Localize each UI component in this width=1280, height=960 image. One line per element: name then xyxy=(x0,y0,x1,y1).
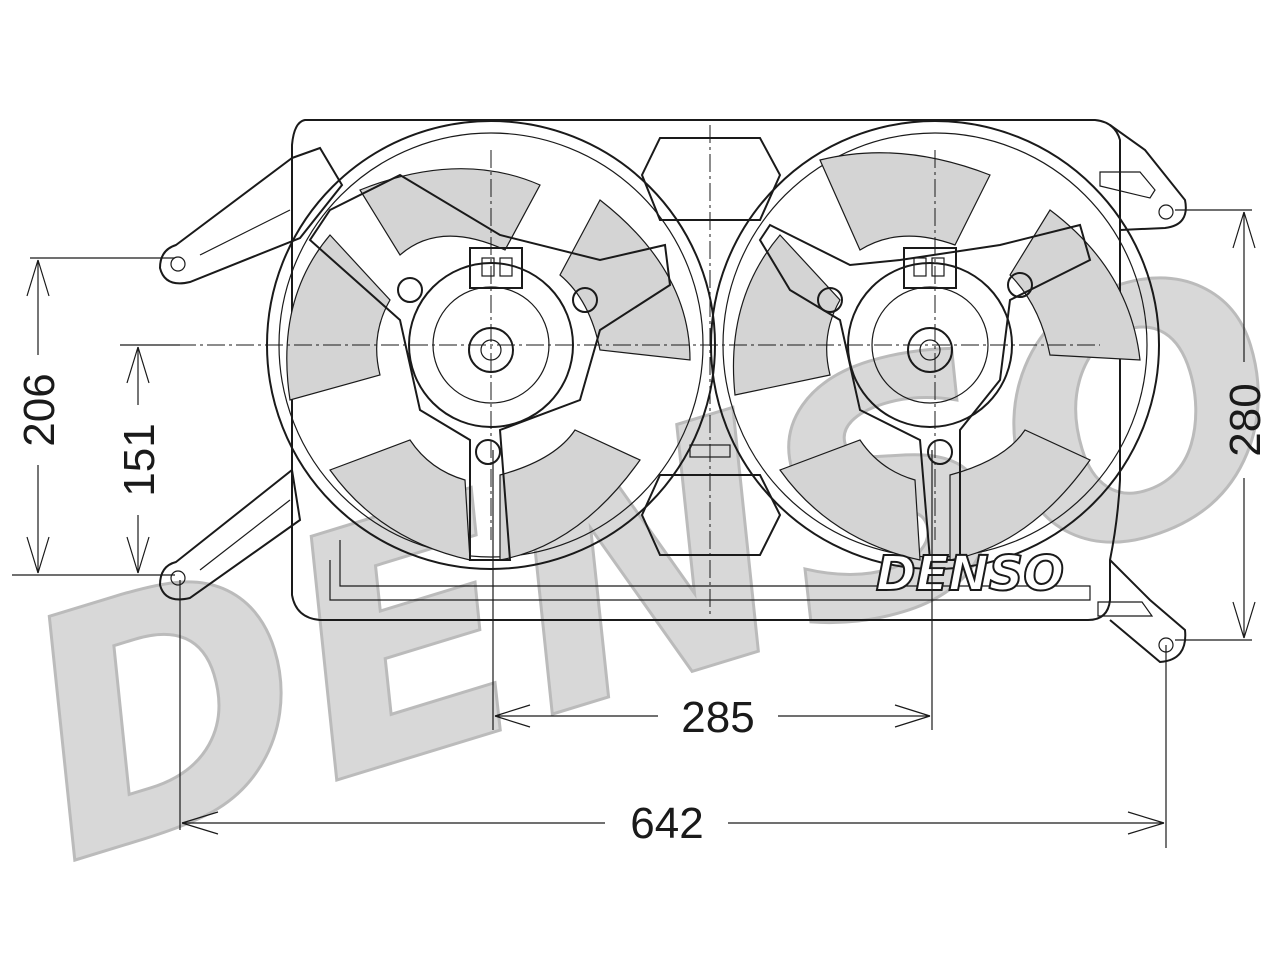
left-bottom-bracket xyxy=(158,468,302,601)
left-top-bracket xyxy=(158,146,344,285)
center-lines xyxy=(120,125,1100,615)
left-fan-blades xyxy=(286,168,691,561)
dimension-label-642: 642 xyxy=(630,799,703,848)
right-fan-blades xyxy=(732,152,1141,561)
dimension-label-151: 151 xyxy=(115,423,164,496)
dimension-label-206: 206 xyxy=(15,373,64,446)
right-top-bracket xyxy=(1099,124,1187,231)
dimension-lines xyxy=(12,209,1256,848)
dimension-label-285: 285 xyxy=(681,693,754,742)
brand-logo: DENSO xyxy=(876,546,1064,602)
right-fan xyxy=(710,120,1160,570)
dimension-label-280: 280 xyxy=(1221,383,1270,456)
left-fan xyxy=(266,120,716,570)
